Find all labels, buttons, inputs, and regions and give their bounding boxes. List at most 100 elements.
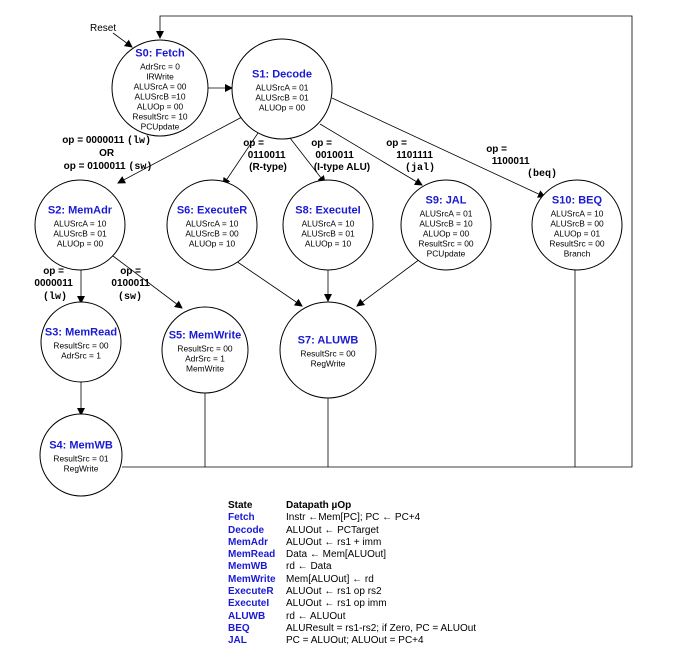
edge-return-bus <box>122 15 633 468</box>
state-output: ALUSrcA = 00 <box>134 82 187 92</box>
state-title: S2: MemAdr <box>48 205 113 217</box>
state-output: AdrSrc = 1 <box>185 354 225 364</box>
legend-uop: Instr ←Mem[PC]; PC ← PC+4 <box>286 512 421 524</box>
edge-s1-s10 <box>331 97 546 198</box>
state-title: S4: MemWB <box>49 440 113 452</box>
legend-uop: ALUResult = rs1-rs2; if Zero, PC = ALUOu… <box>286 622 477 634</box>
edge-s1-s8 <box>289 137 326 184</box>
state-title: S8: ExecuteI <box>295 205 360 217</box>
state-output: MemWrite <box>186 364 224 374</box>
edge-s1-s9 <box>319 123 423 186</box>
legend-uop: ALUOut ← rs1 op imm <box>286 598 387 610</box>
transitions <box>77 15 633 468</box>
state-title: S9: JAL <box>426 195 467 207</box>
legend-state: ExecuteI <box>228 598 270 610</box>
state-output: ALUOp = 00 <box>423 229 470 239</box>
state-output: ResultSrc = 01 <box>53 454 109 464</box>
state-output: ALUSrcA = 10 <box>54 219 107 229</box>
cond-jal: op = 1101111 (jal) <box>386 138 436 174</box>
legend-state-header: State <box>228 500 253 511</box>
legend-state: MemRead <box>228 549 276 561</box>
state-output: ALUSrcB =10 <box>135 92 186 102</box>
state-circle <box>231 38 333 140</box>
legend-uop: ALUOut ← rs1 op rs2 <box>286 586 382 598</box>
state-title: S7: ALUWB <box>298 335 359 347</box>
legend-row: JAL PC = ALUOut; ALUOut = PC+4 <box>228 635 476 647</box>
reset-arrow <box>112 32 133 48</box>
state-title: S0: Fetch <box>135 48 185 60</box>
cond-sw: op = 0100011 (sw) <box>111 266 152 303</box>
state-output: ALUSrcB = 01 <box>301 229 355 239</box>
reset-label: Reset <box>90 23 116 34</box>
state-output: ALUSrcB = 01 <box>255 93 309 103</box>
state-output: ResultSrc = 00 <box>300 349 356 359</box>
legend-state: MemAdr <box>228 536 269 548</box>
state-output: ResultSrc = 10 <box>132 112 188 122</box>
cond-beq: op = 1100011 (beq) <box>486 144 557 180</box>
state-output: ResultSrc = 00 <box>418 239 474 249</box>
edge-s1-s6 <box>222 132 259 186</box>
state-output: RegWrite <box>64 464 99 474</box>
state-output: IRWrite <box>146 72 174 82</box>
state-circle <box>166 179 258 271</box>
edge-s2-s5 <box>112 255 183 309</box>
legend-header: State Datapath µOp <box>228 500 476 512</box>
legend-state: ALUWB <box>228 610 266 622</box>
uop-legend: State Datapath µOp Fetch Instr ←Mem[PC]; … <box>228 500 476 648</box>
state-output: ALUSrcA = 10 <box>551 209 604 219</box>
legend-state: MemWB <box>228 561 268 573</box>
state-title: S10: BEQ <box>552 195 603 207</box>
legend-uop: Mem[ALUOut] ← rd <box>286 573 374 585</box>
edge-s1-s2 <box>117 116 243 184</box>
legend-row: BEQ ALUResult = rs1-rs2; if Zero, PC = AL… <box>228 623 476 635</box>
edge-s6-s7 <box>235 260 303 307</box>
state-output: RegWrite <box>311 359 346 369</box>
state-output: AdrSrc = 1 <box>61 351 101 361</box>
state-output: ALUSrcA = 10 <box>186 219 239 229</box>
state-output: ALUSrcA = 01 <box>256 83 309 93</box>
legend-uop: PC = ALUOut; ALUOut = PC+4 <box>286 635 424 647</box>
legend-state: BEQ <box>228 622 250 634</box>
state-output: ALUOp = 00 <box>137 102 184 112</box>
legend-state: Fetch <box>228 512 255 524</box>
state-title: S6: ExecuteR <box>177 205 247 217</box>
state-output: ALUOp = 01 <box>554 229 601 239</box>
state-circle <box>279 301 377 399</box>
condition-labels: op = 0000011 (lw) OR op = 0100011 (sw) o… <box>34 135 557 303</box>
legend-state: JAL <box>228 635 247 647</box>
legend-state: Decode <box>228 524 265 536</box>
state-circle <box>40 301 122 383</box>
state-title: S1: Decode <box>252 69 312 81</box>
state-output: ALUSrcB = 00 <box>550 219 604 229</box>
state-output: Branch <box>564 249 591 259</box>
state-circle <box>161 306 249 394</box>
legend-uop-header: Datapath µOp <box>286 500 352 511</box>
state-output: PCUpdate <box>141 122 180 132</box>
legend-state: MemWrite <box>228 573 276 585</box>
legend-row: MemWrite Mem[ALUOut] ← rd <box>228 574 476 586</box>
legend-uop: rd ← ALUOut <box>286 610 346 622</box>
state-circle <box>282 179 374 271</box>
state-output: ALUOp = 10 <box>305 239 352 249</box>
state-output: AdrSrc = 0 <box>140 62 180 72</box>
state-output: ResultSrc = 00 <box>177 344 233 354</box>
cond-mem: op = 0000011 (lw) OR op = 0100011 (sw) <box>62 135 154 173</box>
state-circle <box>400 179 492 271</box>
state-output: ALUOp = 10 <box>189 239 236 249</box>
